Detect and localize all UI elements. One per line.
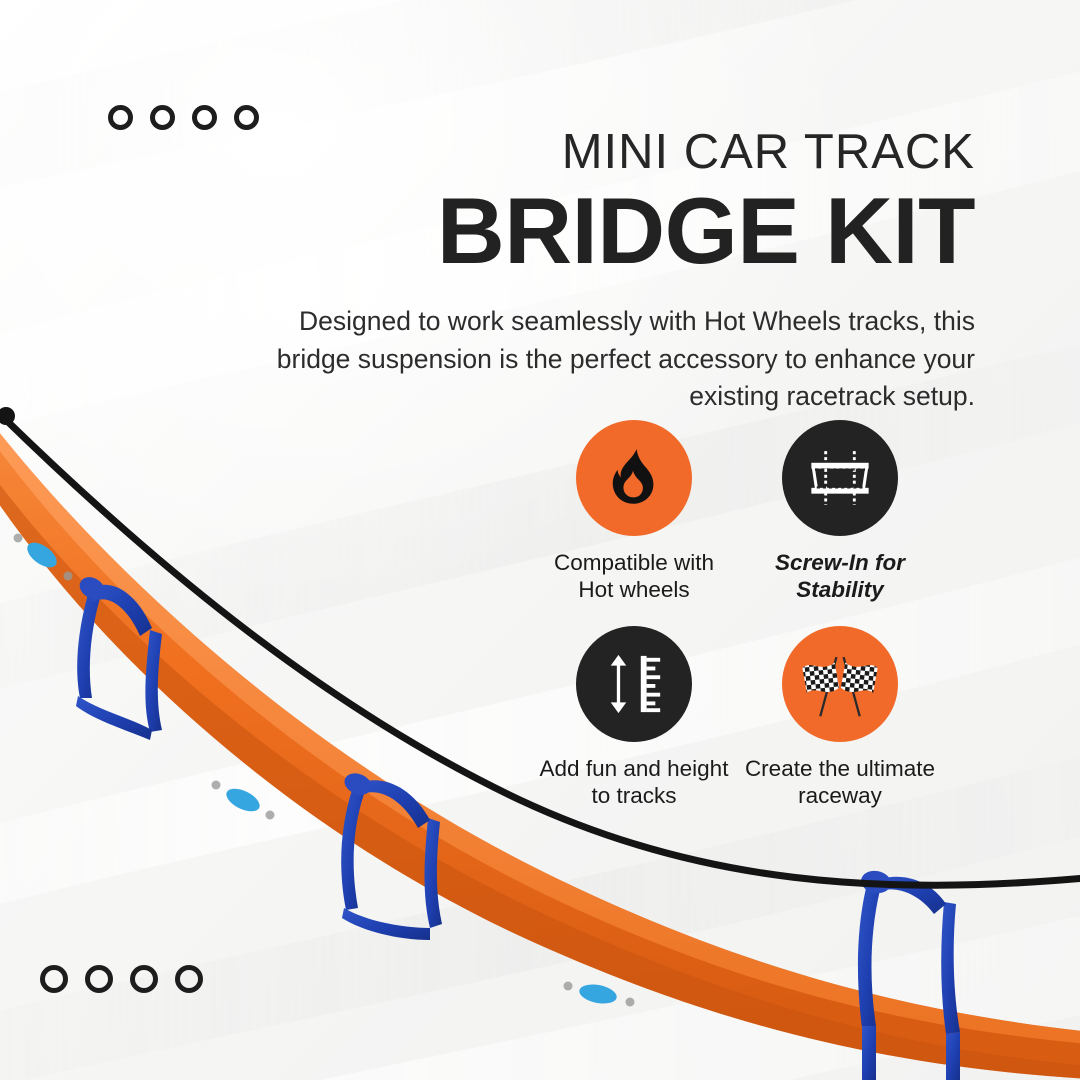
decor-ring bbox=[130, 965, 158, 993]
height-ruler-icon bbox=[610, 654, 661, 713]
decor-ring bbox=[108, 105, 133, 130]
cable-anchor bbox=[0, 407, 15, 425]
decor-rings-top bbox=[108, 105, 259, 130]
feature-grid: Compatible with Hot wheels bbox=[531, 420, 986, 810]
feature-label: Add fun and height to tracks bbox=[539, 755, 729, 809]
feature-icon-badge bbox=[576, 420, 692, 536]
checkered-flags-icon bbox=[802, 656, 878, 717]
track-connector-details bbox=[13, 533, 635, 1007]
product-kicker: MINI CAR TRACK bbox=[561, 125, 975, 179]
headline-block: MINI CAR TRACK BRIDGE KIT Designed to wo… bbox=[275, 125, 976, 416]
decor-ring bbox=[40, 965, 68, 993]
feature-label: Create the ultimate raceway bbox=[744, 755, 936, 809]
feature-item-raceway: Create the ultimate raceway bbox=[737, 625, 943, 810]
wall-mount-bracket-icon bbox=[811, 451, 869, 505]
feature-item-compatible: Compatible with Hot wheels bbox=[531, 420, 737, 604]
zip-tie-clip bbox=[341, 773, 442, 940]
decor-ring bbox=[175, 965, 203, 993]
feature-label: Screw-In for Stability bbox=[774, 550, 906, 603]
decor-ring bbox=[85, 965, 113, 993]
suspension-cable bbox=[0, 414, 1080, 889]
feature-label: Compatible with Hot wheels bbox=[553, 550, 715, 603]
decor-rings-bottom bbox=[40, 965, 203, 993]
zip-tie-clip bbox=[76, 577, 162, 740]
decor-ring bbox=[192, 105, 217, 130]
product-title: BRIDGE KIT bbox=[436, 178, 976, 283]
feature-icon-badge bbox=[782, 420, 898, 536]
background-highlight-glow bbox=[0, 0, 864, 648]
feature-item-screw-in: Screw-In for Stability bbox=[737, 420, 943, 604]
feature-icon-badge bbox=[782, 625, 898, 742]
decor-ring bbox=[234, 105, 259, 130]
decor-ring bbox=[150, 105, 175, 130]
flame-icon bbox=[612, 449, 654, 504]
feature-item-height: Add fun and height to tracks bbox=[531, 625, 737, 810]
product-description: Designed to work seamlessly with Hot Whe… bbox=[276, 305, 975, 412]
feature-icon-badge bbox=[576, 625, 692, 742]
product-photo-suspension-bridge bbox=[0, 407, 1080, 1080]
